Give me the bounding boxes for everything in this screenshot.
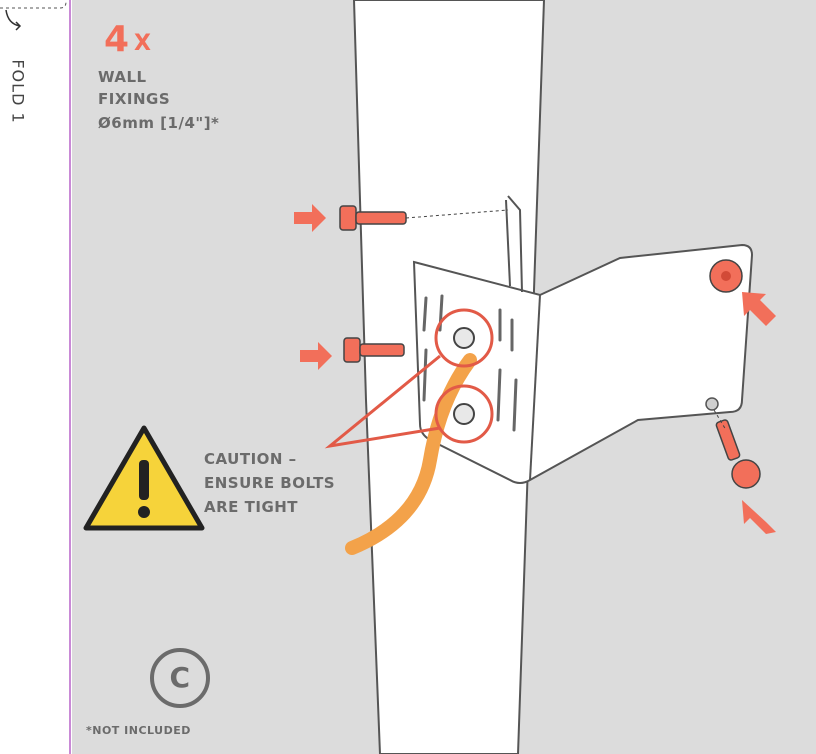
wall-fixing-3 (710, 260, 742, 292)
step-letter: C (150, 660, 210, 696)
caution-line2: ENSURE BOLTS (204, 472, 335, 494)
caution-line1: CAUTION – (204, 448, 297, 470)
fixings-quantity: 4 (104, 20, 130, 60)
fixings-multiplier: X (134, 32, 151, 56)
footnote: *NOT INCLUDED (86, 724, 191, 738)
caution-line3: ARE TIGHT (204, 496, 298, 518)
fixings-label-line1: WALL (98, 66, 147, 88)
fixings-label-line2: FIXINGS (98, 88, 170, 110)
fold-dashed-curve (0, 2, 66, 8)
fold-arrow-icon (6, 10, 20, 30)
fold-label: FOLD 1 (9, 59, 28, 123)
fixings-label-line3: Ø6mm [1/4"]* (98, 112, 219, 134)
